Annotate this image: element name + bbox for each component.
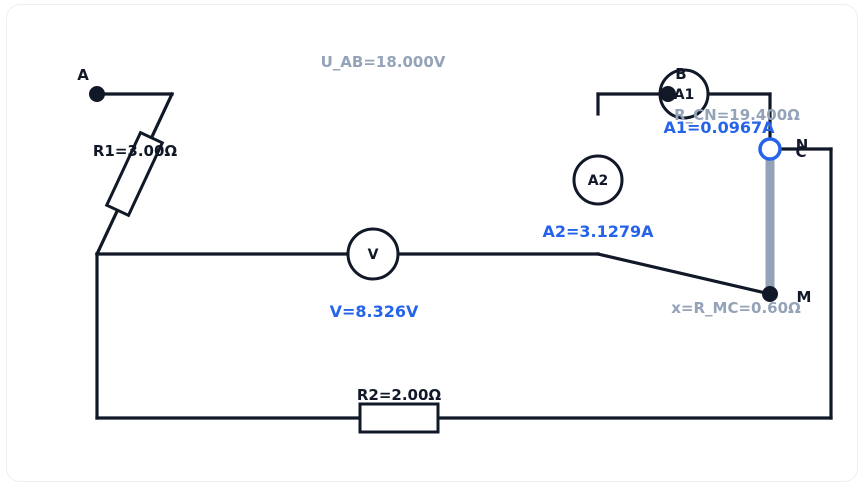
- voltmeter: V: [346, 227, 400, 281]
- slider-handle[interactable]: [758, 137, 782, 161]
- terminal-m: [762, 286, 778, 302]
- ammeter-a1: A1: [658, 68, 710, 120]
- voltage-ab-readout: U_AB=18.000V: [321, 53, 446, 71]
- ammeter-a1-symbol: A1: [674, 87, 695, 103]
- resistor-r1-label: R1=3.00Ω: [93, 142, 178, 160]
- ammeter-a2-body: [572, 154, 624, 206]
- node-label-b: B: [675, 65, 686, 83]
- diagram-panel: [6, 4, 858, 482]
- resistance-cn-readout: R_CN=19.400Ω: [674, 106, 800, 124]
- voltmeter-symbol: V: [368, 247, 379, 263]
- resistor-r1: [104, 130, 165, 218]
- ammeter-a2: A2: [572, 154, 624, 206]
- node-label-m: M: [797, 288, 812, 306]
- ammeter-a2-symbol: A2: [588, 173, 609, 189]
- resistance-mc-readout: x=R_MC=0.60Ω: [671, 299, 801, 317]
- resistor-r2: [358, 402, 440, 434]
- resistor-r1-body: [104, 130, 165, 218]
- ammeter-a1-readout: A1=0.0967A: [663, 118, 775, 137]
- node-label-c: C: [795, 143, 806, 161]
- voltmeter-body: [346, 227, 400, 281]
- terminal-b: [660, 86, 676, 102]
- node-label-n: N: [796, 136, 809, 154]
- resistor-r2-label: R2=2.00Ω: [357, 386, 442, 404]
- node-label-a: A: [77, 66, 89, 84]
- wires: [94, 91, 833, 420]
- terminal-a: [89, 86, 105, 102]
- voltmeter-readout: V=8.326V: [330, 302, 419, 321]
- ammeter-a2-readout: A2=3.1279A: [542, 222, 654, 241]
- wire-junction-to-m: [596, 252, 772, 296]
